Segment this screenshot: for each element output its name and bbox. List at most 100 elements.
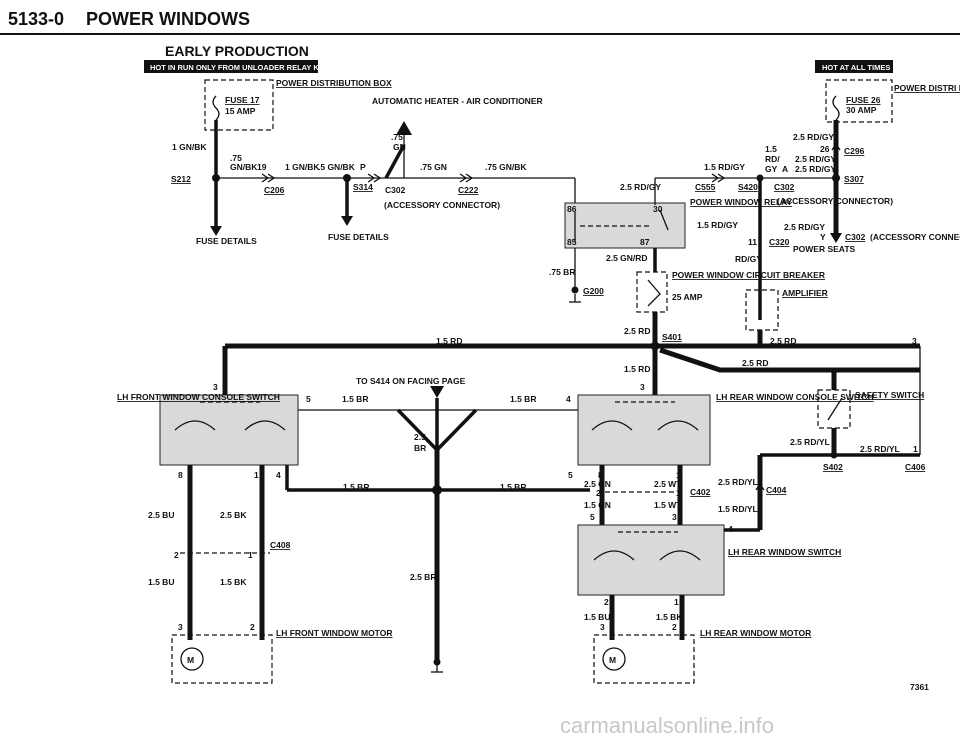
ground-g200 (571, 286, 579, 294)
wire-label-25rdgy-c: 2.5 RD/GY (795, 164, 836, 174)
pin-3-left: 3 (213, 382, 218, 392)
wire-label-75br: .75 BR (549, 267, 575, 277)
breaker-symbol (647, 279, 661, 307)
splice-s402 (830, 451, 838, 459)
connector-c296-mark (831, 142, 841, 151)
pin-1-left: 1 (254, 470, 259, 480)
pin-1-c408: 1 (248, 550, 253, 560)
relay-pin-86: 86 (567, 204, 577, 214)
wire-label-gy: GY (765, 164, 778, 174)
wire-label-15rd-b: 1.5 RD (624, 364, 650, 374)
heater-label: AUTOMATIC HEATER - AIR CONDITIONER (372, 96, 543, 106)
pin-11: 11 (748, 237, 757, 247)
wire-label-25rd-b: 2.5 RD (770, 336, 796, 346)
c406-label: C406 (905, 462, 926, 472)
fuse26-amp: 30 AMP (846, 105, 877, 115)
pin-y: Y (820, 232, 826, 242)
watermark-text: carmanualsonline.info (560, 713, 774, 738)
relay-pin-85: 85 (567, 237, 577, 247)
lh-rear-console-label: LH REAR WINDOW CONSOLE SWITCH (716, 392, 874, 402)
lh-rear-console-switch-contacts (591, 420, 699, 431)
wire-label-15bk-rear: 1.5 BK (656, 612, 683, 622)
s212-label: S212 (171, 174, 191, 184)
wire-label-15br-d: 1.5 BR (510, 394, 536, 404)
c296-label: C296 (844, 146, 865, 156)
wire-label-15bk: 1.5 BK (220, 577, 247, 587)
pin-2-rear-motor: 2 (604, 597, 609, 607)
c222-label: C222 (458, 185, 479, 195)
lh-front-switch-contacts (174, 420, 286, 431)
wire-label-15rd: 1.5 RD (436, 336, 462, 346)
c320-label: C320 (769, 237, 790, 247)
wire-to-safety (659, 347, 920, 373)
heater-arrow (396, 121, 412, 135)
connector-c206-mark (261, 173, 276, 183)
wire-label-br-center: BR (414, 443, 426, 453)
wire-label-75gnbk: .75 GN/BK (485, 162, 527, 172)
wire-label-25rd-c: 2.5 RD (742, 358, 768, 368)
center-ground-dot (433, 658, 441, 666)
fuse17-label: FUSE 17 (225, 95, 260, 105)
wire-label-25rdyl-c: 2.5 RD/YL (718, 477, 758, 487)
wire-label-75gn: .75 GN (420, 162, 447, 172)
fuse-details-left-1: FUSE DETAILS (196, 236, 257, 246)
power-dist-right-label: POWER DISTRI BUTION BOX (894, 83, 960, 93)
c404-label: C404 (766, 485, 787, 495)
relay-contact (659, 209, 669, 231)
section-number: 5133-0 (8, 9, 64, 29)
c302c-label: C302 (845, 232, 866, 242)
wire-label-75a: .75 (230, 153, 242, 163)
wire-label-15br-a: 1.5 BR (342, 394, 368, 404)
page-ref: 7361 (910, 682, 929, 692)
c402-label: C402 (690, 487, 711, 497)
wire-label-25wt: 2.5 WT (654, 479, 682, 489)
wire-label-15rdyl: 1.5 RD/YL (718, 504, 758, 514)
wire-label-25rdyl-a: 2.5 RD/YL (790, 437, 830, 447)
breaker-label: POWER WINDOW CIRCUIT BREAKER (672, 270, 825, 280)
lh-front-motor-label: LH FRONT WINDOW MOTOR (276, 628, 392, 638)
pin-4-rear: 4 (566, 394, 571, 404)
wire-label-25-center: 2.5 (414, 432, 426, 442)
lh-rear-motor-symbol (602, 647, 626, 671)
wire-label-25gn: 2.5 GN (584, 479, 611, 489)
wire-label-gnbk: GN/BK (230, 162, 258, 172)
wire-label-75b: .75 (391, 132, 403, 142)
wire-label-15rdgy-b: 1.5 RD/GY (697, 220, 738, 230)
wire-label-25rdgy-b: 2.5 RD/GY (795, 154, 836, 164)
connector-c302-mark (367, 173, 382, 183)
pin-a: A (782, 164, 788, 174)
pin-p: P (360, 162, 366, 172)
hot-at-all-times-badge (815, 60, 893, 73)
hot-in-run-badge (144, 60, 318, 73)
c302b-label: C302 (774, 182, 795, 192)
s402-label: S402 (823, 462, 843, 472)
pin-3-bus: 3 (912, 336, 917, 346)
s307-label: S307 (844, 174, 864, 184)
wire-label-15wt: 1.5 WT (654, 500, 682, 510)
lh-rear-motor-box (593, 634, 695, 684)
pin-2-c408: 2 (174, 550, 179, 560)
c302-label: C302 (385, 185, 406, 195)
lh-front-console-switch-box (159, 394, 299, 466)
lh-rear-console-switch-box (577, 394, 711, 466)
lh-rear-motor-label: LH REAR WINDOW MOTOR (700, 628, 811, 638)
pin-8-left: 8 (178, 470, 183, 480)
pin-5-left: 5 (306, 394, 311, 404)
g200-label: G200 (583, 286, 604, 296)
wire-label-1gnbk: 1 GN/BK (172, 142, 207, 152)
lh-rear-window-switch-box (577, 524, 725, 596)
relay-pin-87: 87 (640, 237, 650, 247)
wire-heater-diag (384, 144, 406, 179)
to-s414-arrow (430, 386, 444, 398)
hot-in-run-badge-text: HOT IN RUN ONLY FROM UNLOADER RELAY K5 (150, 63, 323, 72)
power-dist-left-label: POWER DISTRIBUTION BOX (276, 78, 392, 88)
wire-label-25gnrd: 2.5 GN/RD (606, 253, 648, 263)
wire-label-rd: RD/ (765, 154, 780, 164)
pin-26: 26 (820, 144, 830, 154)
fuse26-label: FUSE 26 (846, 95, 881, 105)
power-dist-box-right (825, 79, 893, 123)
wire-label-25rdyl-b: 2.5 RD/YL (860, 444, 900, 454)
pin-5-rear: 5 (568, 470, 573, 480)
s420-label: S420 (738, 182, 758, 192)
